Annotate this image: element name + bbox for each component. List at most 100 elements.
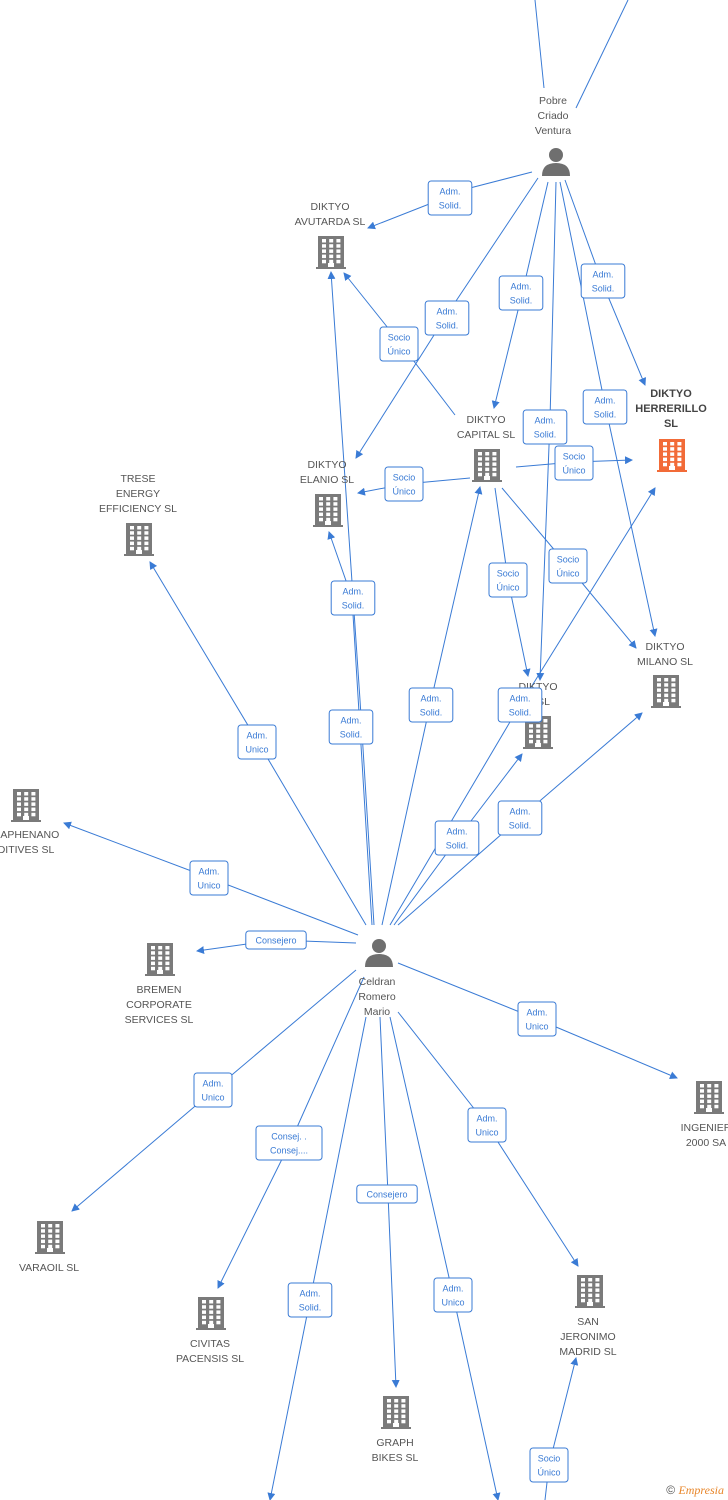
building-icon[interactable] — [11, 789, 41, 822]
edge-label-box[interactable] — [356, 1184, 418, 1204]
edge-label-box[interactable] — [529, 1447, 569, 1483]
edge-label-box[interactable] — [522, 409, 568, 445]
node-varaoil[interactable]: VARAOIL SL — [19, 1221, 79, 1274]
edge-label[interactable]: Adm.Solid. — [498, 275, 544, 311]
edge-label-box[interactable] — [580, 263, 626, 299]
edge-label-box[interactable] — [497, 800, 543, 836]
edge-label-box[interactable] — [517, 1001, 557, 1037]
edge-label-box[interactable] — [433, 1277, 473, 1313]
edge-label[interactable]: Adm.Solid. — [497, 800, 543, 836]
edge-label[interactable]: Adm.Unico — [237, 724, 277, 760]
edge-label-box[interactable] — [498, 275, 544, 311]
edge-label[interactable]: Adm.Unico — [467, 1107, 507, 1143]
edge-label[interactable]: Adm.Solid. — [328, 709, 374, 745]
edge-label-box[interactable] — [554, 445, 594, 481]
edge-label[interactable]: Adm.Solid. — [522, 409, 568, 445]
edge-label-text: Socio — [538, 1454, 561, 1464]
edge-label-box[interactable] — [582, 389, 628, 425]
edge-label[interactable]: Adm.Solid. — [427, 180, 473, 216]
edge-label-box[interactable] — [384, 466, 424, 502]
edge-label-box[interactable] — [548, 548, 588, 584]
edge-line[interactable] — [267, 1016, 367, 1500]
node-label: EFFICIENCY SL — [99, 503, 177, 515]
edge-label[interactable]: Consejero — [245, 930, 307, 950]
building-icon[interactable] — [651, 675, 681, 708]
building-icon[interactable] — [472, 449, 502, 482]
building-icon[interactable] — [694, 1081, 724, 1114]
edge-label-box[interactable] — [330, 580, 376, 616]
edge-label[interactable]: Adm.Solid. — [497, 687, 543, 723]
edge-label[interactable]: Adm.Solid. — [330, 580, 376, 616]
edge-label-box[interactable] — [245, 930, 307, 950]
edge-label-text: Unico — [525, 1022, 548, 1032]
person-icon[interactable] — [365, 939, 393, 967]
edge-label-box[interactable] — [434, 820, 480, 856]
edge-label-box[interactable] — [424, 300, 470, 336]
edge-label-box[interactable] — [328, 709, 374, 745]
edge-label[interactable]: Adm.Unico — [517, 1001, 557, 1037]
edge-label-text: Adm. — [594, 396, 615, 406]
edge-label[interactable]: Adm.Solid. — [434, 820, 480, 856]
edge-label[interactable]: Adm.Solid. — [424, 300, 470, 336]
node-label: TRESE — [120, 473, 155, 485]
edge-label[interactable]: Adm.Unico — [433, 1277, 473, 1313]
edge-label-box[interactable] — [408, 687, 454, 723]
edge-label[interactable]: Adm.Solid. — [287, 1282, 333, 1318]
edge-label-text: Solid. — [420, 708, 443, 718]
edge-label-box[interactable] — [255, 1125, 323, 1161]
edge-label-box[interactable] — [193, 1072, 233, 1108]
edge-label[interactable]: Adm.Solid. — [408, 687, 454, 723]
edge-label-box[interactable] — [287, 1282, 333, 1318]
edge-label-box[interactable] — [237, 724, 277, 760]
edge-label-box[interactable] — [497, 687, 543, 723]
edge-label[interactable]: Adm.Solid. — [580, 263, 626, 299]
node-label: INGENIER — [681, 1122, 728, 1134]
edge-label-text: Solid. — [436, 321, 459, 331]
building-icon[interactable] — [313, 494, 343, 527]
edge-label[interactable]: Adm.Solid. — [582, 389, 628, 425]
edge-label-text: Solid. — [439, 201, 462, 211]
building-icon[interactable] — [124, 523, 154, 556]
edge-label-box[interactable] — [189, 860, 229, 896]
edge-label-text: Consej. . — [271, 1132, 307, 1142]
building-icon[interactable] — [316, 236, 346, 269]
edge-label[interactable]: Consejero — [356, 1184, 418, 1204]
building-icon[interactable] — [657, 439, 687, 472]
edge-label-box[interactable] — [379, 326, 419, 362]
edge-line[interactable] — [327, 271, 375, 926]
building-icon[interactable] — [145, 943, 175, 976]
node-graphenano[interactable]: RAPHENANODITIVES SL — [0, 789, 59, 856]
person-icon[interactable] — [542, 148, 570, 176]
edge-label[interactable]: Adm.Unico — [193, 1072, 233, 1108]
building-icon[interactable] — [196, 1297, 226, 1330]
edge-label-box[interactable] — [427, 180, 473, 216]
edge-label[interactable]: Adm.Unico — [189, 860, 229, 896]
building-icon[interactable] — [381, 1396, 411, 1429]
edge-label-text: Solid. — [446, 841, 469, 851]
building-icon[interactable] — [35, 1221, 65, 1254]
edge-label[interactable]: Consej. .Consej.... — [255, 1125, 323, 1161]
edge-label-text: Adm. — [340, 716, 361, 726]
edge-label-box[interactable] — [488, 562, 528, 598]
edge-label-box[interactable] — [467, 1107, 507, 1143]
building-icon[interactable] — [575, 1275, 605, 1308]
